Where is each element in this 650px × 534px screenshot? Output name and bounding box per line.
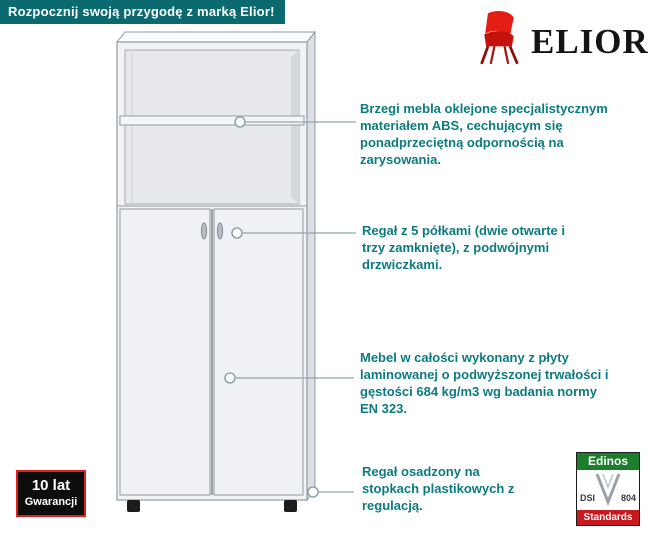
- edinos-brand: Edinos: [577, 453, 639, 470]
- warranty-badge: 10 lat Gwarancji: [16, 470, 86, 517]
- edinos-footer: Standards: [577, 510, 639, 525]
- door-handle-right: [216, 222, 224, 240]
- cabinet-illustration: [115, 30, 317, 512]
- checkmark-v-icon: [595, 473, 621, 507]
- callout-shelves-doors: Regał z 5 półkami (dwie otwarte i trzy z…: [362, 223, 565, 272]
- inner-shadow: [291, 50, 299, 204]
- brand-name: ELIOR: [531, 22, 649, 61]
- callout-board-density: Mebel w całości wykonany z płyty laminow…: [360, 350, 609, 416]
- warranty-years: 10 lat: [31, 477, 71, 494]
- left-door: [119, 208, 211, 496]
- middle-shelf: [119, 115, 305, 126]
- cabinet-top: [115, 31, 317, 43]
- chair-icon: [480, 10, 519, 65]
- door-handle-left: [200, 222, 208, 240]
- promo-banner: Rozpocznij swoją przygodę z marką Elior!: [0, 0, 285, 24]
- elior-logo: ELIOR: [476, 10, 649, 68]
- edinos-code-left: DSI: [580, 493, 596, 503]
- callout-adjustable-feet: Regał osadzony na stopkach plastikowych …: [362, 464, 515, 513]
- cabinet-side: [306, 30, 316, 502]
- foot-left: [127, 500, 140, 512]
- foot-right: [284, 500, 297, 512]
- edinos-standards-badge: Edinos DSI 804 Standards: [576, 452, 640, 526]
- edinos-code-right: 804: [620, 493, 636, 503]
- edinos-body: DSI 804: [577, 470, 639, 510]
- right-door: [213, 208, 304, 496]
- warranty-label: Gwarancji: [24, 496, 78, 508]
- open-shelves: [124, 49, 300, 205]
- callout-abs-edges: Brzegi mebla oklejone specjalistycznym m…: [360, 101, 608, 167]
